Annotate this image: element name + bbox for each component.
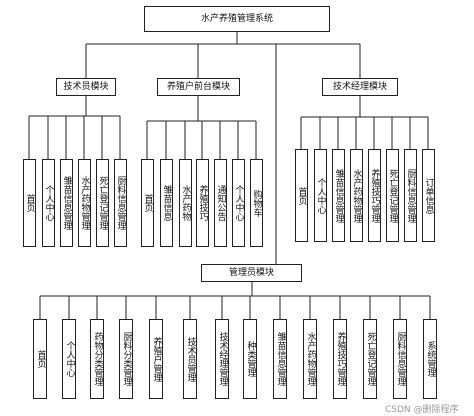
front-module-node: 养殖户前台模块 xyxy=(157,78,240,96)
admin-item: 水产药物管理 xyxy=(303,319,317,399)
admin-item: 厨料分类管理 xyxy=(119,319,133,399)
root-node: 水产养殖管理系统 xyxy=(144,6,330,32)
tech-item: 死亡登记管理 xyxy=(95,159,109,247)
manager-item: 水产药物管理 xyxy=(349,149,363,242)
manager-item: 个人中心 xyxy=(313,149,327,242)
admin-module-node: 管理员模块 xyxy=(201,264,302,282)
tech-item: 厨料信息管理 xyxy=(113,159,127,247)
manager-item: 养殖技巧管理 xyxy=(367,149,381,242)
front-item: 通知公告 xyxy=(213,159,227,247)
admin-item: 养殖户管理 xyxy=(149,319,163,399)
admin-item: 技术经理管理 xyxy=(215,319,229,399)
admin-item: 养殖技巧管理 xyxy=(333,319,347,399)
admin-item: 首页 xyxy=(33,319,47,399)
tech-module-node: 技术员模块 xyxy=(56,78,116,96)
manager-item: 订单信息 xyxy=(421,149,435,242)
admin-item: 个人中心 xyxy=(62,319,76,399)
tech-item: 个人中心 xyxy=(41,159,55,247)
front-item: 个人中心 xyxy=(231,159,245,247)
admin-item: 种类管理 xyxy=(243,319,257,399)
manager-item: 雏苗信息管理 xyxy=(331,149,345,242)
admin-item: 厨料信息管理 xyxy=(393,319,407,399)
manager-item: 厨料信息管理 xyxy=(403,149,417,242)
admin-item: 雏苗信息管理 xyxy=(273,319,287,399)
manager-item: 死亡登记管理 xyxy=(385,149,399,242)
admin-item: 死亡登记管理 xyxy=(363,319,377,399)
admin-item: 技术员管理 xyxy=(183,319,197,399)
manager-module-node: 技术经理模块 xyxy=(322,78,398,96)
front-item: 首页 xyxy=(140,159,154,247)
manager-item: 首页 xyxy=(294,149,308,242)
watermark: CSDN @删除程序 xyxy=(385,405,459,415)
tech-item: 雏苗信息管理 xyxy=(59,159,73,247)
tech-item: 首页 xyxy=(22,159,36,247)
front-item: 购物车 xyxy=(249,159,263,247)
admin-item: 药物分类管理 xyxy=(90,319,104,399)
tech-item: 水产药物管理 xyxy=(77,159,91,247)
front-item: 雏苗信息 xyxy=(159,159,173,247)
front-item: 水产药物 xyxy=(178,159,192,247)
front-item: 养殖技巧 xyxy=(195,159,209,247)
admin-item: 系统管理 xyxy=(423,319,437,399)
